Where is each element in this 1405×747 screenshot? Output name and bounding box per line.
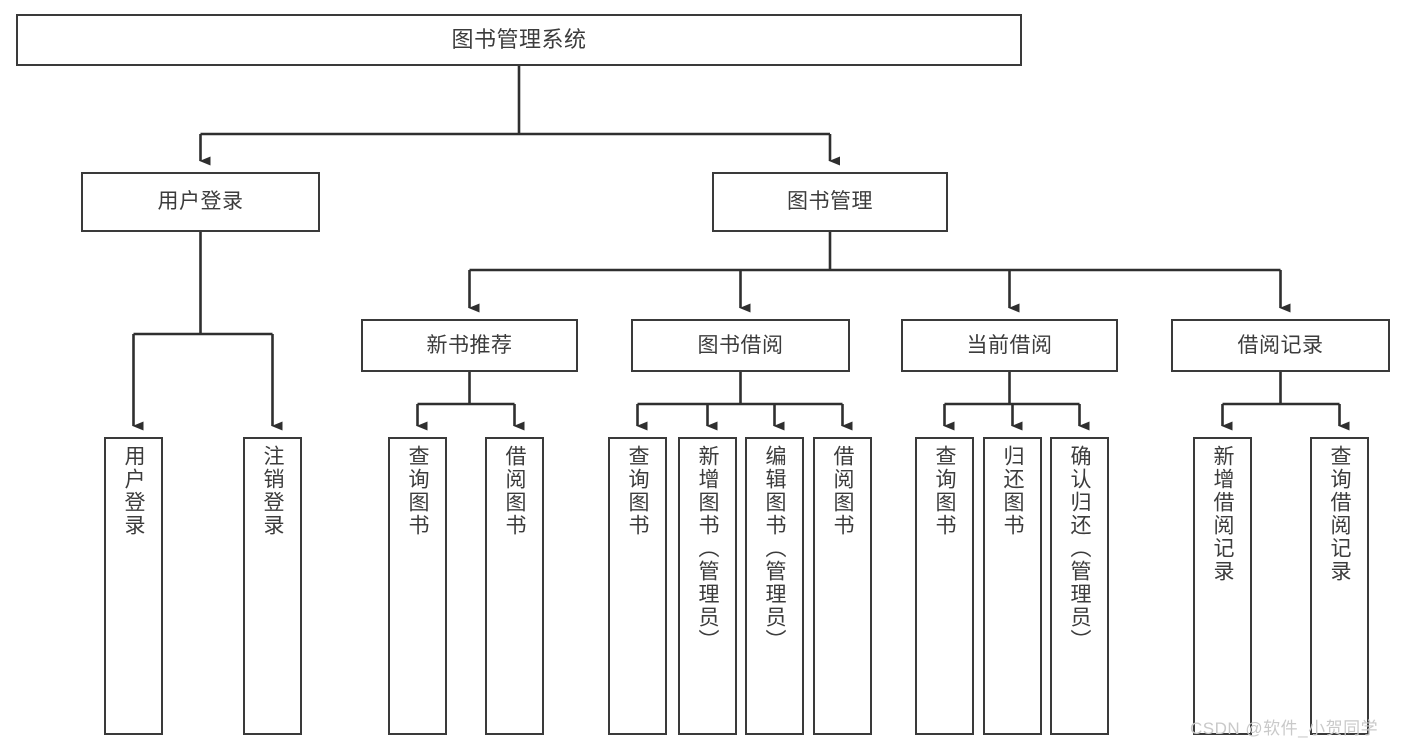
node-label-leaf-user-logout: 注销登录: [261, 445, 284, 537]
node-leaf-cb-query[interactable]: 查询图书: [915, 437, 974, 735]
node-label-leaf-bb-edit: 编辑图书（管理员）: [763, 445, 786, 652]
node-leaf-bb-borrow[interactable]: 借阅图书: [813, 437, 872, 735]
node-label-leaf-rec-borrow: 借阅图书: [503, 445, 526, 537]
node-book-borrow[interactable]: 图书借阅: [631, 319, 850, 372]
node-user-login[interactable]: 用户登录: [81, 172, 320, 232]
node-book-manage[interactable]: 图书管理: [712, 172, 948, 232]
node-leaf-br-query[interactable]: 查询借阅记录: [1310, 437, 1369, 735]
node-leaf-cb-confirm[interactable]: 确认归还（管理员）: [1050, 437, 1109, 735]
node-root[interactable]: 图书管理系统: [16, 14, 1022, 66]
node-current-borrow[interactable]: 当前借阅: [901, 319, 1118, 372]
node-label-borrow-record: 借阅记录: [1237, 333, 1324, 357]
node-leaf-rec-query[interactable]: 查询图书: [388, 437, 447, 735]
node-label-leaf-cb-confirm: 确认归还（管理员）: [1068, 445, 1091, 652]
node-leaf-rec-borrow[interactable]: 借阅图书: [485, 437, 544, 735]
node-label-book-manage: 图书管理: [787, 190, 873, 214]
node-label-leaf-rec-query: 查询图书: [406, 445, 429, 537]
node-label-leaf-user-login: 用户登录: [122, 445, 145, 537]
node-label-leaf-bb-add: 新增图书（管理员）: [696, 445, 719, 652]
node-leaf-bb-edit[interactable]: 编辑图书（管理员）: [745, 437, 804, 735]
node-label-book-borrow: 图书借阅: [697, 333, 784, 357]
node-leaf-br-add[interactable]: 新增借阅记录: [1193, 437, 1252, 735]
node-label-leaf-br-query: 查询借阅记录: [1328, 445, 1351, 583]
node-label-leaf-cb-query: 查询图书: [933, 445, 956, 537]
node-label-leaf-cb-return: 归还图书: [1001, 445, 1024, 537]
node-label-leaf-br-add: 新增借阅记录: [1211, 445, 1234, 583]
node-leaf-user-login[interactable]: 用户登录: [104, 437, 163, 735]
csdn-watermark: CSDN @软件_小贺同学: [1190, 719, 1379, 738]
node-leaf-bb-add[interactable]: 新增图书（管理员）: [678, 437, 737, 735]
node-borrow-record[interactable]: 借阅记录: [1171, 319, 1390, 372]
node-label-root: 图书管理系统: [451, 26, 587, 52]
node-leaf-cb-return[interactable]: 归还图书: [983, 437, 1042, 735]
node-leaf-bb-query[interactable]: 查询图书: [608, 437, 667, 735]
node-label-user-login: 用户登录: [157, 190, 244, 214]
node-label-leaf-bb-query: 查询图书: [626, 445, 649, 537]
node-new-book-rec[interactable]: 新书推荐: [361, 319, 578, 372]
node-label-current-borrow: 当前借阅: [966, 333, 1053, 357]
node-leaf-user-logout[interactable]: 注销登录: [243, 437, 302, 735]
node-label-leaf-bb-borrow: 借阅图书: [831, 445, 854, 537]
node-label-new-book-rec: 新书推荐: [426, 333, 513, 357]
